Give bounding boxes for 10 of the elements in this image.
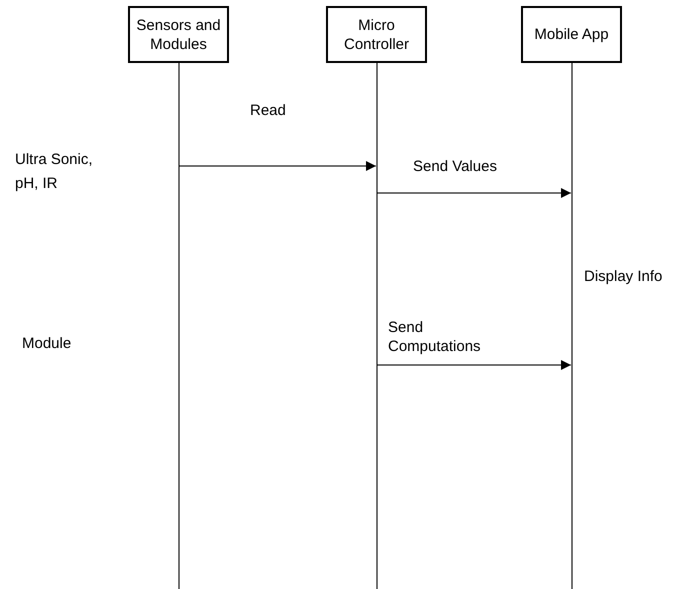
note-text: Ultra Sonic, pH, IR [15, 150, 94, 194]
participant-lifeline [128, 6, 229, 589]
arrow [376, 188, 572, 198]
participant-box: Mobile App [521, 6, 622, 63]
note-text: Module [22, 334, 72, 354]
arrow [178, 161, 376, 171]
note-text: Display Info [584, 267, 664, 287]
participant-box: Micro Controller [326, 6, 427, 63]
participant-box: Sensors and Modules [128, 6, 229, 63]
arrow [376, 360, 572, 370]
